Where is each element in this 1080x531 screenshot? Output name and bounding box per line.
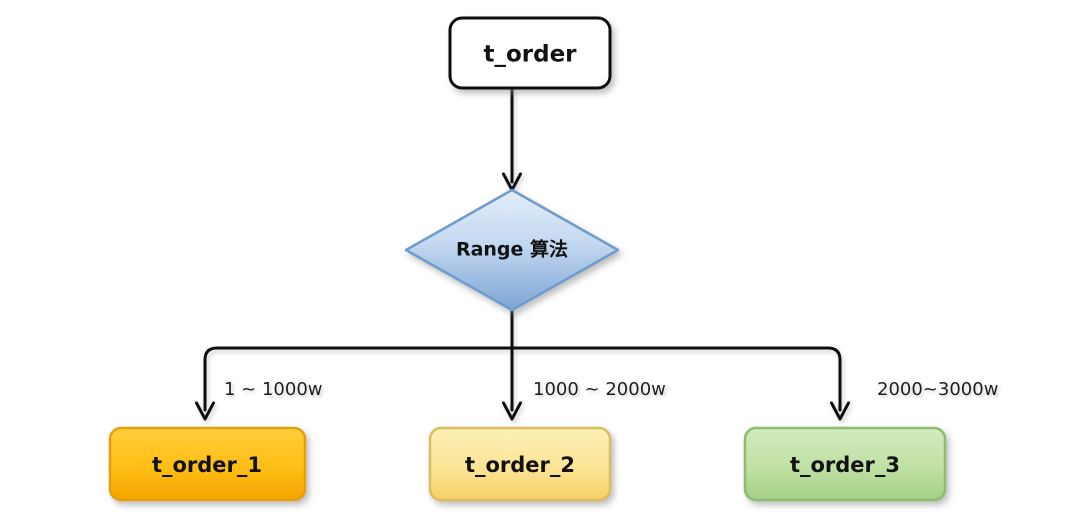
node-t-order-3[interactable] [743,426,947,502]
node-root[interactable] [448,16,612,90]
node-decision-shape [404,188,620,312]
arrowhead-t-order-2 [502,401,522,421]
node-root-shape [448,16,612,90]
edge-label-range-1: 1 ~ 1000w [224,379,323,400]
node-decision[interactable] [404,188,620,312]
arrowhead-t-order-1 [195,401,215,421]
node-t-order-2[interactable] [428,426,612,502]
node-t-order-1[interactable] [108,426,307,502]
edge-label-group: 1 ~ 1000w 1000 ~ 2000w 2000~3000w [224,379,998,400]
connector-group [195,86,850,421]
edge-label-range-3: 2000~3000w [877,379,998,400]
connector-bus-to-t-order-3 [510,346,842,412]
node-t-order-2-shape [428,426,612,502]
node-t-order-1-shape [108,426,307,502]
node-t-order-3-shape [743,426,947,502]
connector-bus-to-t-order-1 [203,346,514,412]
edge-label-range-2: 1000 ~ 2000w [533,379,666,400]
arrowhead-t-order-3 [830,401,850,421]
